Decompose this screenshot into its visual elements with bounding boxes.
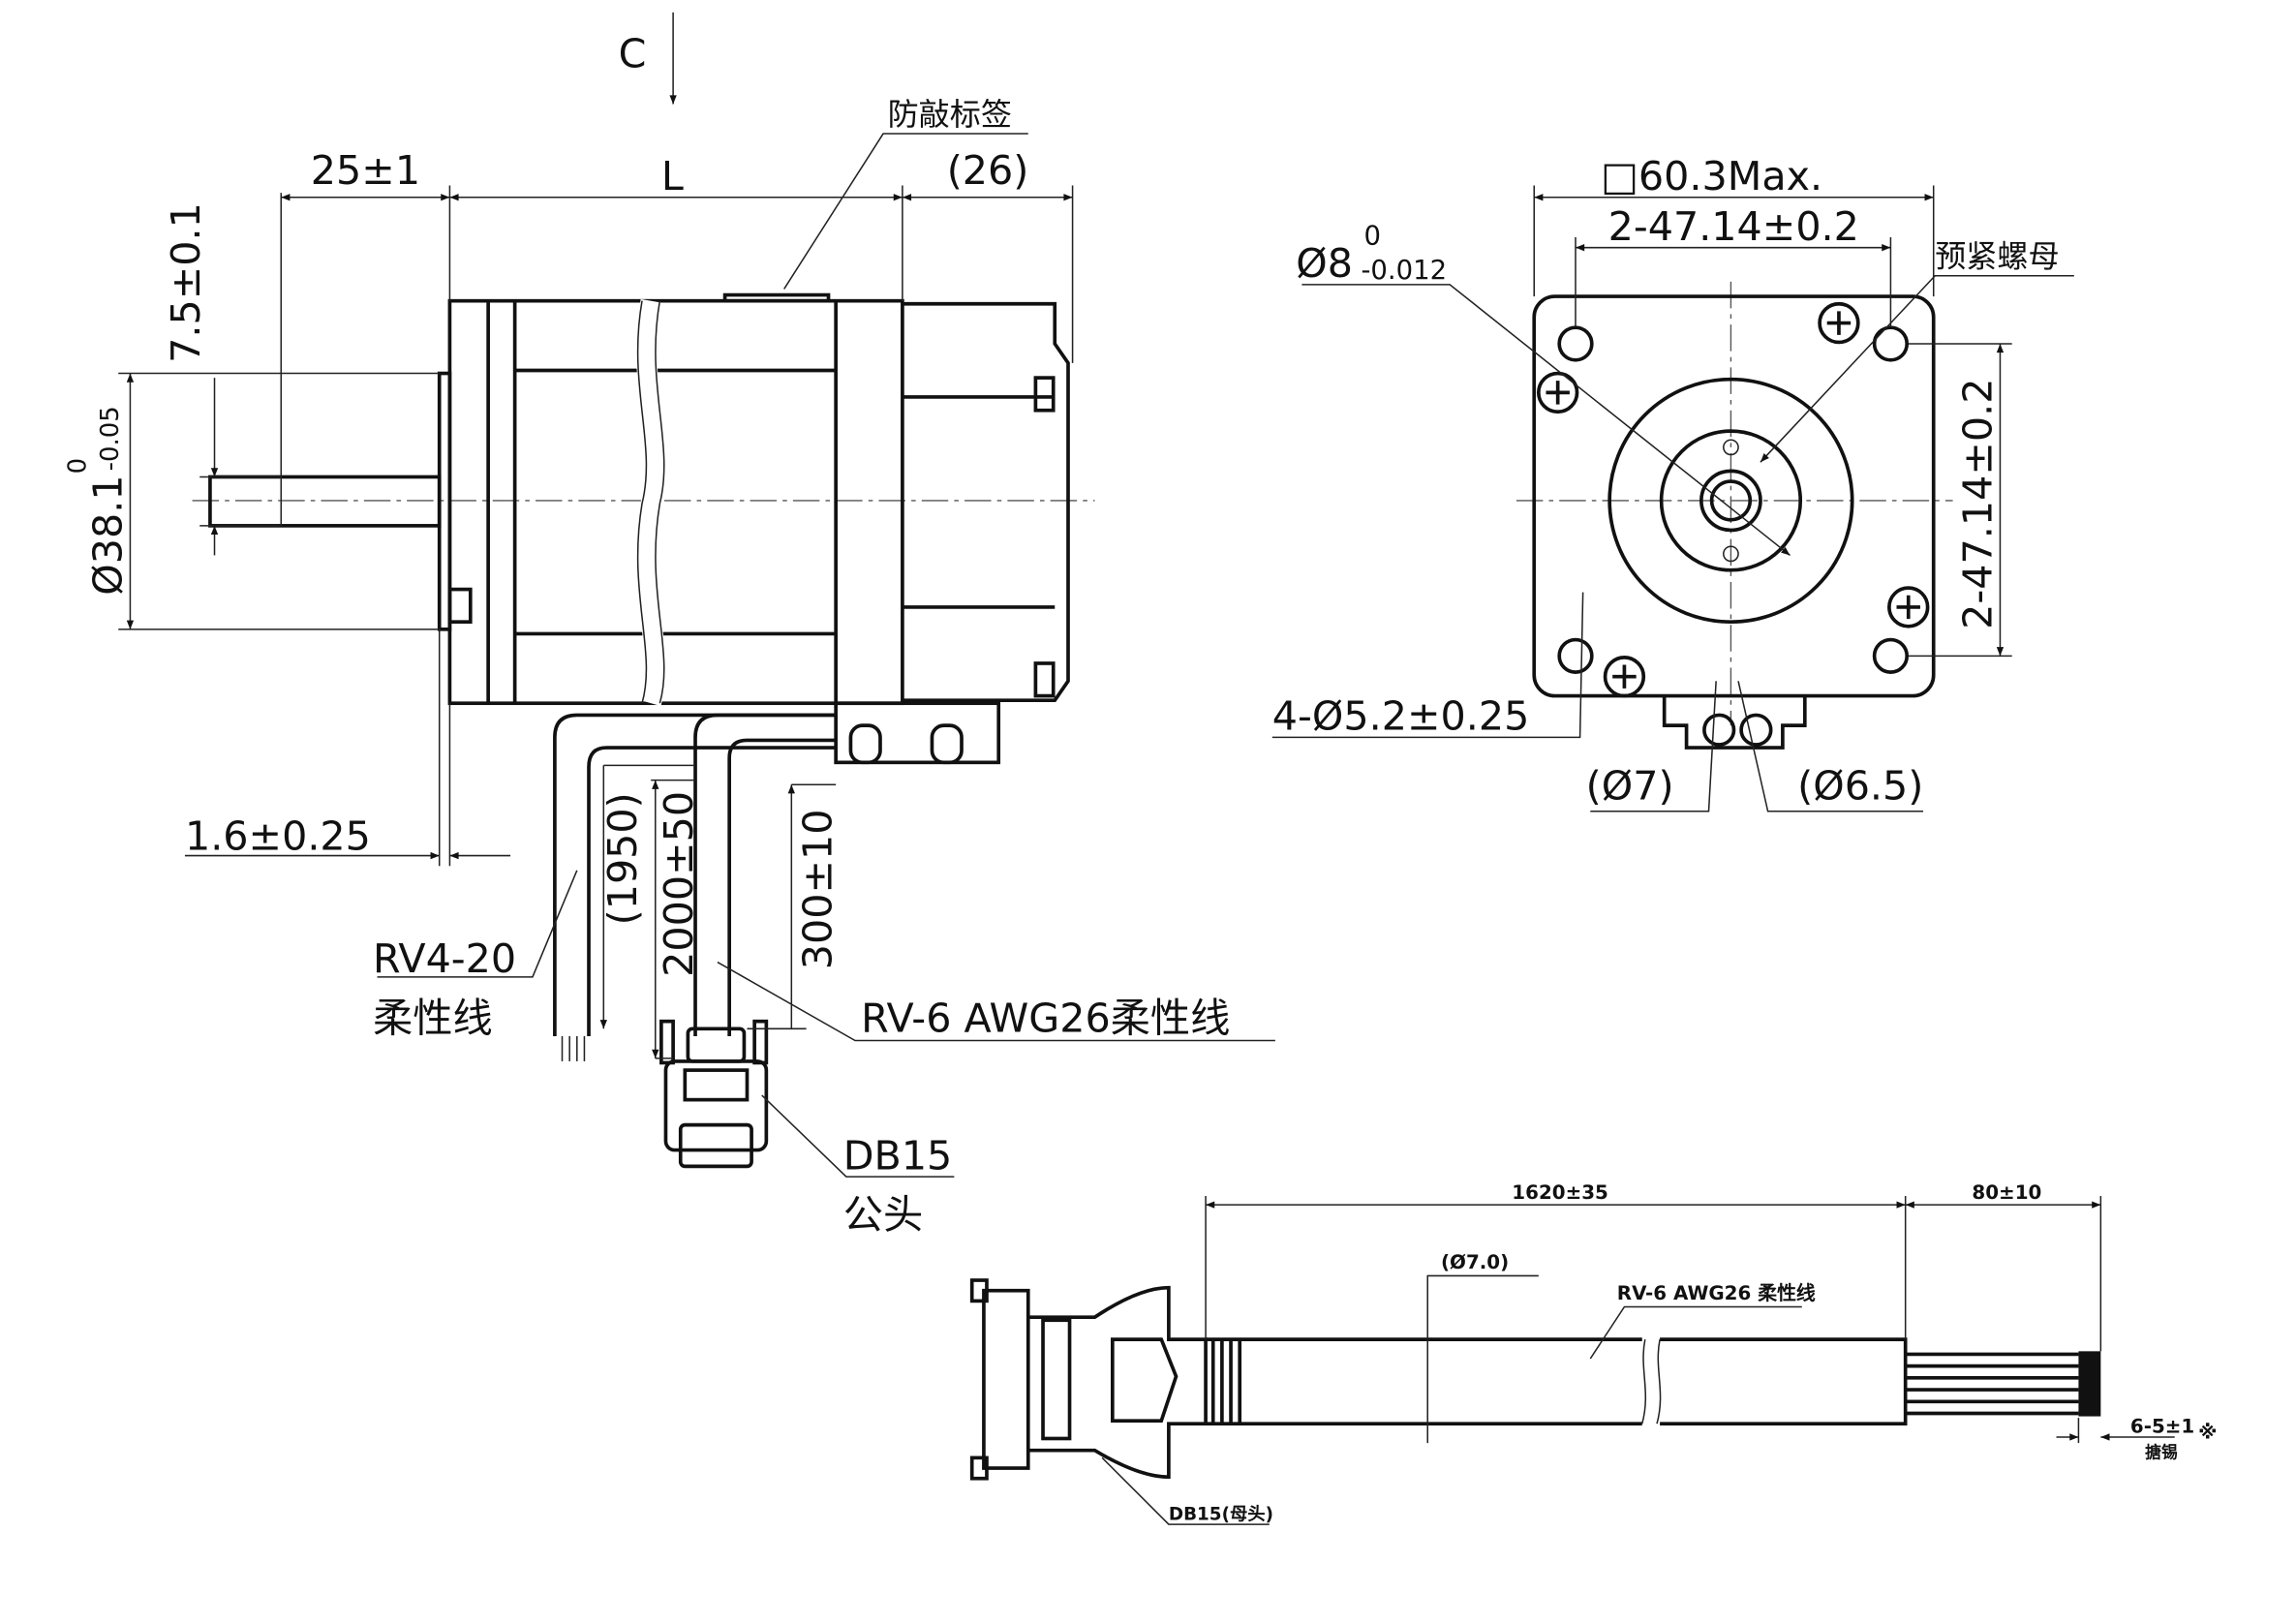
dim-hole-pitch-h: 2-47.14±0.2 bbox=[1608, 203, 1859, 250]
dim-shaft-dia: Ø8 bbox=[1296, 240, 1353, 287]
dim-cable-2000: 2000±50 bbox=[656, 791, 702, 977]
cable-view: 1620±35 80±10 (Ø7.0) RV-6 AWG26 柔性线 6-5±… bbox=[969, 1181, 2217, 1525]
dim-cable-1950: (1950) bbox=[599, 792, 646, 925]
dim-pilot-diameter: Ø38.1 bbox=[84, 475, 131, 595]
cable-outlet-block bbox=[834, 701, 1001, 765]
dim-mounting-holes: 4-Ø5.2±0.25 bbox=[1272, 693, 1530, 740]
db15-male-connector bbox=[659, 1019, 769, 1169]
view-c-label: C bbox=[619, 30, 647, 77]
dim-cable-300: 300±10 bbox=[795, 809, 842, 969]
dim-body-length: L bbox=[661, 153, 684, 199]
dim-encoder-length: (26) bbox=[947, 147, 1029, 194]
motor-shaft bbox=[208, 475, 442, 528]
cables bbox=[553, 713, 837, 1061]
db15-female-label: DB15(母头) bbox=[1169, 1505, 1273, 1525]
db15-male-label: DB15 bbox=[843, 1132, 953, 1179]
cable-jacket bbox=[1206, 1337, 1908, 1426]
dim-cable-dia: (Ø7.0) bbox=[1441, 1251, 1509, 1273]
dim-key-depth: 7.5±0.1 bbox=[163, 202, 209, 363]
motor-body bbox=[447, 292, 904, 707]
stripped-wires bbox=[1905, 1351, 2101, 1417]
anti-knock-label-text: 防敲标签 bbox=[888, 96, 1012, 133]
front-view: □60.3Max. 2-47.14±0.2 Ø8 0 -0.012 预紧螺母 2… bbox=[1272, 153, 2074, 812]
encoder-cable-label: RV-6 AWG26柔性线 bbox=[861, 995, 1230, 1041]
dim-cable-dia-a: (Ø7) bbox=[1586, 763, 1674, 810]
cable-label: RV-6 AWG26 柔性线 bbox=[1617, 1282, 1816, 1304]
power-cable-sub: 柔性线 bbox=[373, 995, 493, 1041]
dim-shaft-tol-upper: 0 bbox=[1364, 221, 1382, 252]
db15-female-connector bbox=[969, 1278, 1242, 1481]
side-view: C 25±1 L (26) 防敲标签 7.5±0.1 Ø38.1 0 -0.05… bbox=[64, 12, 1275, 1239]
mounting-holes bbox=[1557, 325, 1910, 674]
dim-pilot-tol-lower: -0.05 bbox=[96, 406, 125, 471]
motor-flange-square bbox=[1532, 294, 1936, 698]
dim-shaft-tol-lower: -0.012 bbox=[1361, 255, 1447, 286]
screws bbox=[1536, 301, 1930, 698]
dim-stripped-length: 80±10 bbox=[1972, 1181, 2041, 1204]
dim-tinned-length: 6-5±1 bbox=[2130, 1415, 2194, 1437]
dim-cable-dia-b: (Ø6.5) bbox=[1797, 763, 1923, 810]
note-mark: ※ bbox=[2198, 1421, 2217, 1443]
dim-flange-thickness: 1.6±0.25 bbox=[185, 812, 371, 859]
db15-male-sub: 公头 bbox=[843, 1192, 923, 1239]
dim-hole-pitch-v: 2-47.14±0.2 bbox=[1954, 379, 2001, 629]
encoder-cover bbox=[902, 301, 1070, 702]
dim-pilot-tol-upper: 0 bbox=[64, 458, 93, 475]
dim-square: □60.3Max. bbox=[1601, 153, 1822, 199]
dim-shaft-length: 25±1 bbox=[311, 147, 420, 194]
power-cable-label: RV4-20 bbox=[373, 935, 516, 982]
dim-cable-length: 1620±35 bbox=[1512, 1181, 1608, 1204]
shaft-section bbox=[1699, 469, 1762, 533]
anti-knock-label-patch bbox=[722, 292, 831, 303]
preload-nut-label: 预紧螺母 bbox=[1935, 238, 2059, 275]
tinned-label: 搪锡 bbox=[2145, 1442, 2178, 1461]
flange-boss bbox=[1607, 377, 1854, 625]
cable-outlet-front bbox=[1662, 695, 1807, 750]
